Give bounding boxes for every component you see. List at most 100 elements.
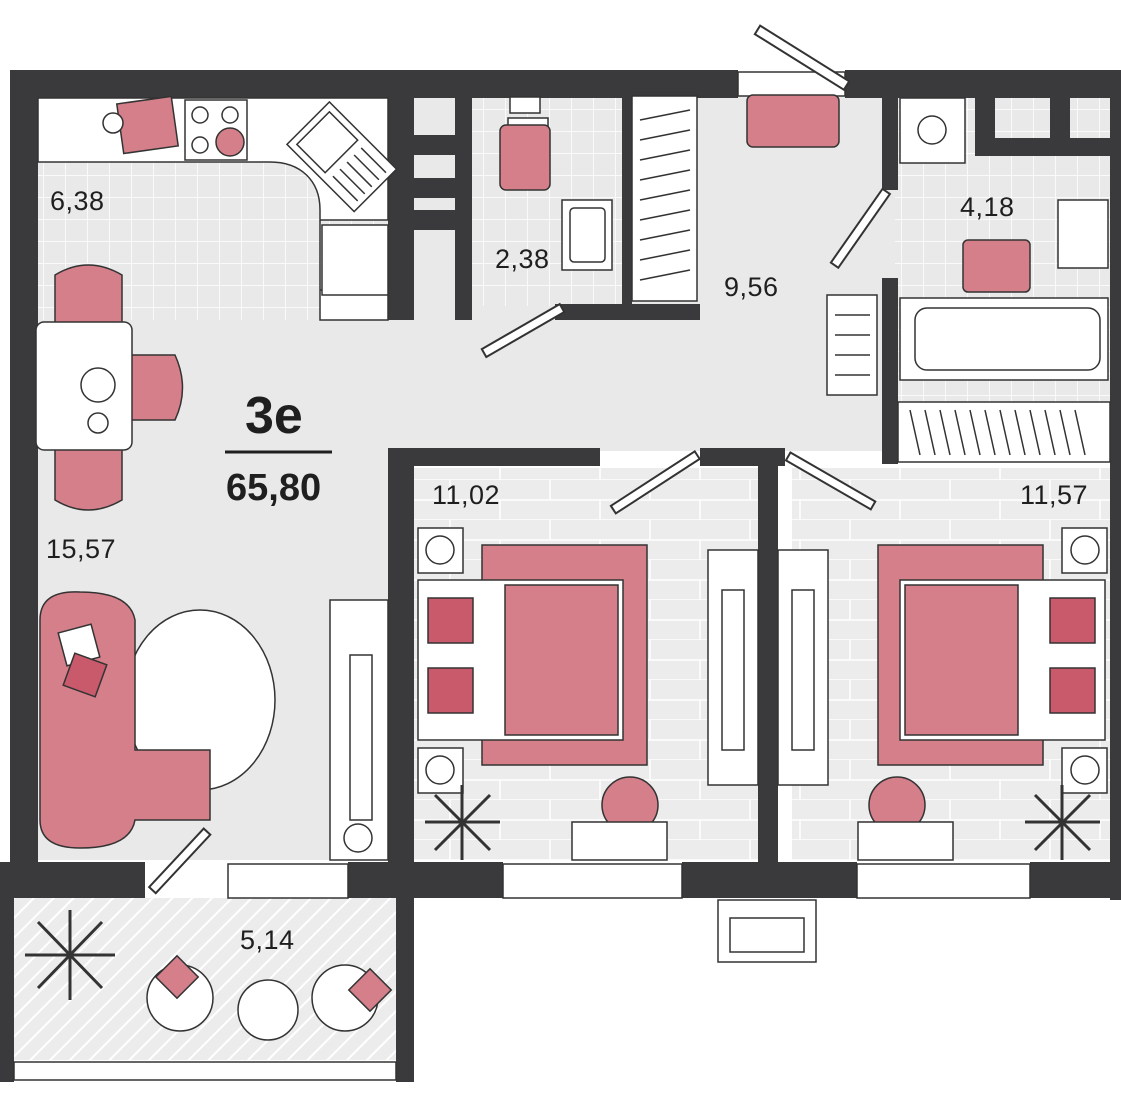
wall-wc-notches3 <box>414 210 455 230</box>
entry-mat <box>746 94 840 148</box>
room-area-wc: 2,38 <box>495 244 550 274</box>
balcony-cushion-1 <box>154 954 200 1000</box>
pillow-right-2 <box>1049 667 1096 714</box>
wc-sink-basin <box>569 207 606 263</box>
chair-right <box>129 354 184 421</box>
room-area-bedroom-left: 11,02 <box>432 480 501 510</box>
room-area-bathroom: 4,18 <box>960 192 1015 222</box>
lamp-left-1-icon <box>425 535 455 565</box>
bathtub-inner <box>914 307 1101 371</box>
bathroom-furniture <box>897 97 1111 463</box>
mirror-left <box>721 589 745 751</box>
fridge <box>321 224 389 296</box>
burner-4-icon <box>215 127 245 157</box>
wall-bath-left-low <box>882 278 898 464</box>
sofa-cushion-2 <box>62 652 108 698</box>
desk-right <box>857 821 954 861</box>
wall-bottom-d <box>1030 862 1121 898</box>
wall-balcony-left <box>0 862 14 1082</box>
cutting-board <box>115 95 180 155</box>
flower-icon <box>343 823 373 853</box>
chair-bottom <box>54 439 123 511</box>
door-entrance <box>753 24 851 92</box>
room-area-living: 15,57 <box>46 534 117 564</box>
plate2-icon <box>87 412 109 434</box>
wall-wc-notches2 <box>414 178 455 198</box>
burner-3-icon <box>191 136 209 154</box>
apartment-type-code: 3е <box>245 387 303 445</box>
wall-bath-top-block2 <box>975 138 1120 156</box>
doors <box>147 24 892 895</box>
wall-bedrooms-top-a <box>388 448 600 466</box>
door-bedroom-right <box>784 451 877 511</box>
window-living <box>227 863 349 899</box>
wall-top-left <box>10 70 738 98</box>
bed-right-blanket <box>904 584 1019 736</box>
plant-balcony-icon <box>25 910 115 1000</box>
wall-bottom-a <box>0 862 145 898</box>
window-bedroom-right <box>856 863 1031 899</box>
wall-right <box>1110 70 1121 900</box>
room-area-hall: 9,56 <box>724 272 779 302</box>
wall-left <box>10 70 38 870</box>
window-balcony <box>13 1061 397 1081</box>
plate-icon <box>80 367 116 403</box>
walls <box>0 70 1121 1082</box>
hangers-icon <box>639 109 691 281</box>
tv <box>349 654 373 821</box>
bedroom-left-furniture <box>417 527 759 861</box>
room-area-bedroom-right: 11,57 <box>1020 480 1089 510</box>
pillow-right-1 <box>1049 597 1096 644</box>
wall-wc-notches <box>414 135 455 155</box>
balcony-cushion-2 <box>347 967 393 1013</box>
sink-icon <box>285 100 398 213</box>
pillow-left-2 <box>427 667 474 714</box>
room-area-balcony: 5,14 <box>240 925 295 955</box>
wall-bedroom-left-side <box>388 448 414 868</box>
lamp-left-2-icon <box>425 755 455 785</box>
bedroom-right-furniture <box>777 527 1108 861</box>
wardrobe-bath <box>897 401 1111 463</box>
window-bedroom-left <box>502 863 683 899</box>
wall-bath-left <box>882 70 898 190</box>
burner-1-icon <box>191 106 209 124</box>
desk-left <box>571 821 668 861</box>
door-bedroom-left <box>609 450 702 515</box>
bed-left-blanket <box>504 584 619 736</box>
dining-set <box>35 264 184 511</box>
wall-bottom-c <box>682 862 857 898</box>
bath-mat <box>962 239 1031 293</box>
burner-2-icon <box>221 106 239 124</box>
lamp-right-2-icon <box>1070 755 1100 785</box>
wall-bath-top-block <box>975 70 995 155</box>
door-bathroom <box>829 187 892 270</box>
toilet-tank <box>509 96 541 114</box>
door-wc <box>480 302 566 359</box>
bath-sink <box>1057 199 1109 269</box>
hangers-bath-icon <box>909 409 1086 456</box>
shoe-rack <box>826 294 878 396</box>
drum-icon <box>917 115 947 145</box>
shoes-icon <box>835 314 870 376</box>
balcony-furniture <box>25 910 393 1041</box>
living-furniture <box>39 591 389 861</box>
apartment-total-area: 65,80 <box>226 467 322 509</box>
hall-furniture <box>746 94 878 396</box>
wall-bottom-b <box>348 862 503 898</box>
pillow-left-1 <box>427 597 474 644</box>
kitchen-furniture <box>37 95 398 321</box>
plant-right-icon <box>1025 785 1100 860</box>
door-balcony <box>147 827 212 895</box>
room-area-kitchen: 6,38 <box>50 186 105 216</box>
wall-wc-left <box>388 70 414 320</box>
wall-wc-left-inner <box>455 70 472 320</box>
chair-top <box>54 264 123 331</box>
wall-bath-top-block3 <box>1050 70 1070 155</box>
mirror-right <box>791 589 815 751</box>
lamp-right-1-icon <box>1070 535 1100 565</box>
plant-left-icon <box>425 785 500 860</box>
pan-icon <box>102 112 124 134</box>
vent-box-inner <box>729 917 805 953</box>
toilet-mat <box>499 124 551 191</box>
